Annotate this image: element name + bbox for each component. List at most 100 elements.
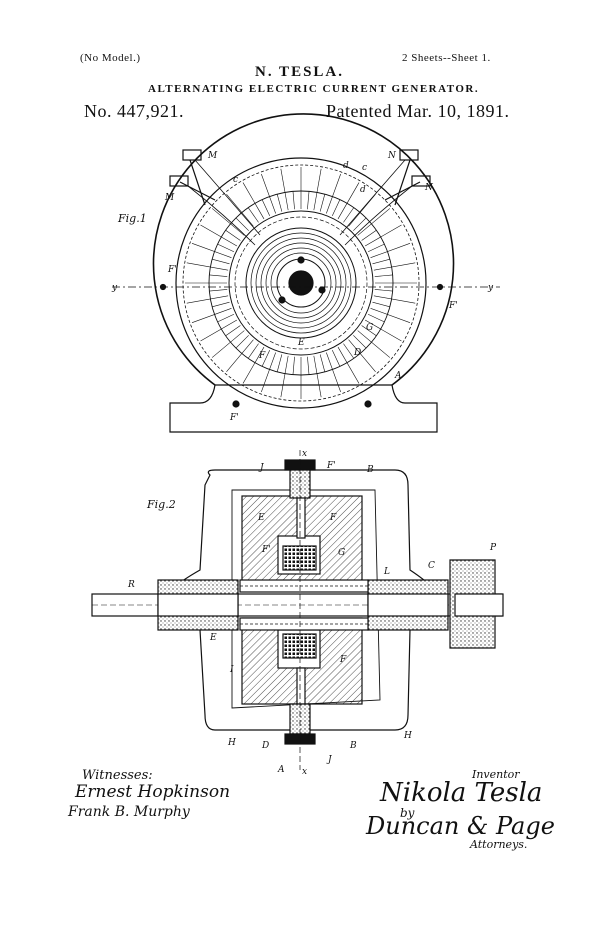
winding-line — [212, 258, 230, 265]
winding-line — [261, 349, 270, 367]
ref2-p: P — [489, 543, 497, 553]
winding-line — [211, 330, 245, 358]
inventor-label: Inventor — [472, 768, 520, 781]
winding-line — [361, 229, 377, 241]
winding-line — [370, 308, 411, 323]
winding-line — [261, 199, 270, 217]
winding-line — [348, 339, 376, 373]
winding-line — [261, 352, 276, 393]
ref2-h-right: H — [403, 731, 412, 741]
winding-line — [357, 330, 391, 358]
winding-line — [242, 346, 265, 384]
ref2-f-prime-top: F' — [326, 461, 336, 471]
winding-line — [226, 339, 254, 373]
winding-line — [217, 314, 235, 323]
winding-line — [367, 243, 385, 252]
winding-line — [373, 262, 416, 271]
fig2-reference-letters: x J F' B E F F' G R L C P E I F H D B H … — [127, 449, 497, 777]
winding-line — [319, 194, 326, 212]
winding-line — [191, 243, 232, 258]
ref2-j-bottom: J — [326, 755, 333, 765]
winding-line — [292, 356, 295, 375]
ref-d-2: d — [360, 185, 366, 195]
winding-line — [212, 301, 230, 308]
winding-line — [211, 208, 245, 236]
ref2-g: G — [338, 548, 345, 558]
winding-line — [217, 243, 235, 252]
winding-line — [353, 335, 367, 349]
ref-d-3: D — [353, 348, 361, 358]
winding-line — [370, 243, 411, 258]
ref-n-2: N — [424, 183, 434, 193]
ref-n-1: N — [387, 151, 397, 161]
winding-line — [364, 224, 402, 247]
attorneys-label: Attorneys. — [470, 838, 528, 851]
ref2-e-lower: E — [209, 633, 217, 643]
winding-line — [242, 182, 265, 220]
patent-number: No. 447,921. — [84, 101, 184, 121]
winding-line — [307, 356, 310, 375]
ref-f-prime-1: F' — [448, 301, 458, 311]
ref-c-1: c — [233, 175, 238, 185]
fig1-reference-letters: M M c N N c d d y y F' F' G D F E A F' — [111, 151, 494, 423]
figure-2 — [91, 450, 504, 770]
winding-line — [209, 274, 228, 277]
winding-line — [186, 262, 229, 271]
ref2-h-left: H — [227, 738, 236, 748]
patent-date: Patented Mar. 10, 1891. — [326, 101, 510, 121]
ref-y-1: y — [111, 283, 118, 293]
winding-line — [191, 308, 232, 323]
ref-g: G — [366, 323, 373, 333]
patent-title: ALTERNATING ELECTRIC CURRENT GENERATOR. — [148, 83, 480, 95]
ref-c-2: c — [362, 163, 367, 173]
winding-line — [247, 207, 259, 223]
inventor-signature: Nikola Tesla — [380, 778, 543, 808]
ref2-x-bottom: x — [302, 767, 307, 777]
ref2-f-lower: F — [339, 655, 347, 665]
winding-line — [374, 289, 393, 292]
winding-line — [307, 191, 310, 210]
ref-f: F — [258, 351, 266, 361]
ref2-d: D — [261, 741, 269, 751]
ref2-x-top: x — [302, 449, 307, 459]
winding-line — [332, 199, 341, 217]
sheets-note: 2 Sheets--Sheet 1. — [402, 52, 491, 64]
ref-f-prime-2: F' — [167, 265, 177, 275]
winding-line — [280, 355, 289, 398]
winding-line — [373, 295, 416, 304]
winding-line — [209, 289, 228, 292]
ref2-f: F — [329, 513, 337, 523]
winding-line — [235, 217, 249, 231]
winding-line — [357, 208, 391, 236]
winding-line — [313, 355, 322, 398]
fig1-label: Fig.1 — [117, 212, 147, 225]
model-note: (No Model.) — [80, 52, 141, 64]
ref2-e: E — [257, 513, 265, 523]
winding-line — [343, 343, 355, 359]
winding-line — [225, 325, 241, 337]
winding-line — [337, 346, 360, 384]
winding-line — [332, 349, 341, 367]
ref2-c: C — [428, 561, 435, 571]
inventor-name-heading: N. TESLA. — [255, 64, 345, 80]
winding-line — [343, 207, 355, 223]
winding-line — [276, 194, 283, 212]
ref-y-2: y — [487, 283, 494, 293]
winding-line — [200, 319, 238, 342]
winding-line — [374, 274, 393, 277]
winding-line — [372, 258, 390, 265]
winding-line — [280, 168, 289, 211]
winding-line — [186, 295, 229, 304]
ref-f-prime-3: F' — [229, 413, 239, 423]
ref2-b-top: B — [366, 465, 374, 475]
attorneys-signature: Duncan & Page — [366, 812, 555, 840]
winding-line — [247, 343, 259, 359]
winding-line — [261, 173, 276, 214]
fig2-label: Fig.2 — [146, 498, 176, 511]
winding-line — [225, 229, 241, 241]
ref-e: E — [297, 338, 305, 348]
winding-line — [326, 352, 341, 393]
winding-line — [361, 325, 377, 337]
witnesses-label: Witnesses: — [82, 768, 153, 783]
ref2-i: I — [229, 665, 234, 675]
